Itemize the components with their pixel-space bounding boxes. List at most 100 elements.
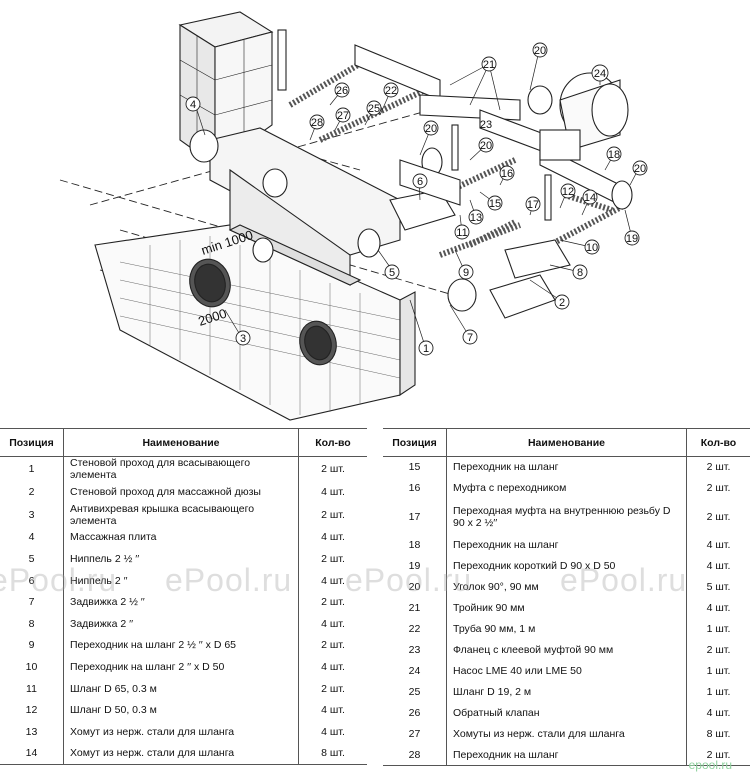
pipes <box>277 29 633 221</box>
row-name: Хомут из нерж. стали для шланга <box>63 720 299 743</box>
header-quantity: Кол-во <box>298 428 367 457</box>
row-position: 20 <box>408 581 421 593</box>
svg-text:2: 2 <box>559 297 565 309</box>
row-name: Муфта с переходником <box>446 477 687 499</box>
row-quantity: 4 шт. <box>686 555 750 577</box>
row-name: Переходник на шланг <box>446 534 687 556</box>
svg-text:20: 20 <box>425 123 437 135</box>
watermark-corner: epool.ru <box>688 758 732 772</box>
row-quantity: 2 шт. <box>298 502 367 527</box>
svg-text:20: 20 <box>634 163 646 175</box>
callout-1: 1 <box>418 340 434 356</box>
svg-text:11: 11 <box>456 227 467 239</box>
svg-text:7: 7 <box>467 332 473 344</box>
row-quantity: 2 шт. <box>298 634 367 657</box>
callout-5: 5 <box>384 264 400 280</box>
row-name: Массажная плита <box>63 526 299 549</box>
row-position: 2 <box>28 485 35 498</box>
row-name: Стеновой проход для всасывающего элемент… <box>63 456 299 481</box>
callout-17: 17 <box>525 196 541 212</box>
row-name: Шланг D 50, 0.3 м <box>63 699 299 721</box>
row-position: 9 <box>28 639 35 652</box>
row-name: Переходник на шланг 2 ′′ x D 50 <box>63 656 299 678</box>
table-header-row: Позиция Наименование Кол-во <box>0 428 367 457</box>
massage-plates <box>189 129 477 312</box>
svg-text:25: 25 <box>368 103 380 115</box>
row-position: 13 <box>25 725 38 738</box>
row-quantity: 2 шт. <box>686 639 750 661</box>
row-name: Уголок 90°, 90 мм <box>446 576 687 598</box>
row-quantity: 4 шт. <box>298 656 367 678</box>
row-name: Обратный клапан <box>446 702 687 724</box>
row-name: Переходная муфта на внутреннюю резьбу D … <box>446 498 687 535</box>
row-position: 26 <box>408 707 421 719</box>
row-quantity: 4 шт. <box>298 569 367 592</box>
row-quantity: 4 шт. <box>298 526 367 549</box>
callout-20-d: 20 <box>478 137 494 153</box>
row-name: Задвижка 2 ′′ <box>63 612 299 635</box>
svg-text:20: 20 <box>534 45 546 57</box>
svg-text:27: 27 <box>337 110 349 122</box>
row-name: Стеновой проход для массажной дюзы <box>63 481 299 503</box>
callouts: 1 2 3 4 5 6 7 8 9 10 11 12 13 14 15 16 1… <box>185 42 648 356</box>
svg-text:1: 1 <box>423 343 429 355</box>
row-name: Труба 90 мм, 1 м <box>446 618 687 640</box>
row-quantity: 8 шт. <box>686 723 750 745</box>
suction-grate-right <box>299 320 337 366</box>
row-name: Шланг D 65, 0.3 м <box>63 677 299 700</box>
valves <box>389 159 571 319</box>
row-position: 17 <box>408 510 421 523</box>
row-quantity: 4 шт. <box>298 481 367 503</box>
svg-text:9: 9 <box>463 267 469 279</box>
svg-text:3: 3 <box>240 333 246 345</box>
row-quantity: 4 шт. <box>298 612 367 635</box>
svg-text:22: 22 <box>385 85 397 97</box>
row-quantity: 2 шт. <box>298 456 367 481</box>
row-name: Переходник на шланг <box>446 456 687 478</box>
row-quantity: 2 шт. <box>298 591 367 613</box>
callout-3: 3 <box>235 330 251 346</box>
row-position: 22 <box>408 623 421 635</box>
row-position: 19 <box>408 560 421 572</box>
row-position: 23 <box>408 644 421 656</box>
svg-text:23: 23 <box>480 119 492 131</box>
callout-9: 9 <box>458 264 474 280</box>
row-quantity: 4 шт. <box>686 702 750 724</box>
svg-text:28: 28 <box>311 117 323 129</box>
svg-text:13: 13 <box>470 212 482 224</box>
row-position: 25 <box>408 686 421 698</box>
pool-basin <box>94 224 416 421</box>
header-position: Позиция <box>383 428 447 457</box>
row-position: 21 <box>408 602 421 614</box>
table-row: 17 Переходная муфта на внутреннюю резьбу … <box>383 498 750 535</box>
row-name: Шланг D 19, 2 м <box>446 681 687 703</box>
row-name: Тройник 90 мм <box>446 597 687 619</box>
svg-text:17: 17 <box>527 199 539 211</box>
row-name: Фланец с клеевой муфтой 90 мм <box>446 639 687 661</box>
svg-text:10: 10 <box>586 242 598 254</box>
callout-6: 6 <box>412 173 428 189</box>
svg-text:20: 20 <box>480 140 492 152</box>
row-position: 7 <box>28 596 35 609</box>
callout-24: 24 <box>591 64 609 82</box>
callout-18: 18 <box>606 146 622 162</box>
svg-text:5: 5 <box>389 267 395 279</box>
pool-equipment-diagram: 1 2 3 4 5 6 7 8 9 10 11 12 13 14 15 16 1… <box>59 11 648 421</box>
row-quantity: 1 шт. <box>686 618 750 640</box>
row-position: 1 <box>28 463 35 475</box>
row-quantity: 4 шт. <box>686 597 750 619</box>
svg-text:24: 24 <box>594 68 606 80</box>
